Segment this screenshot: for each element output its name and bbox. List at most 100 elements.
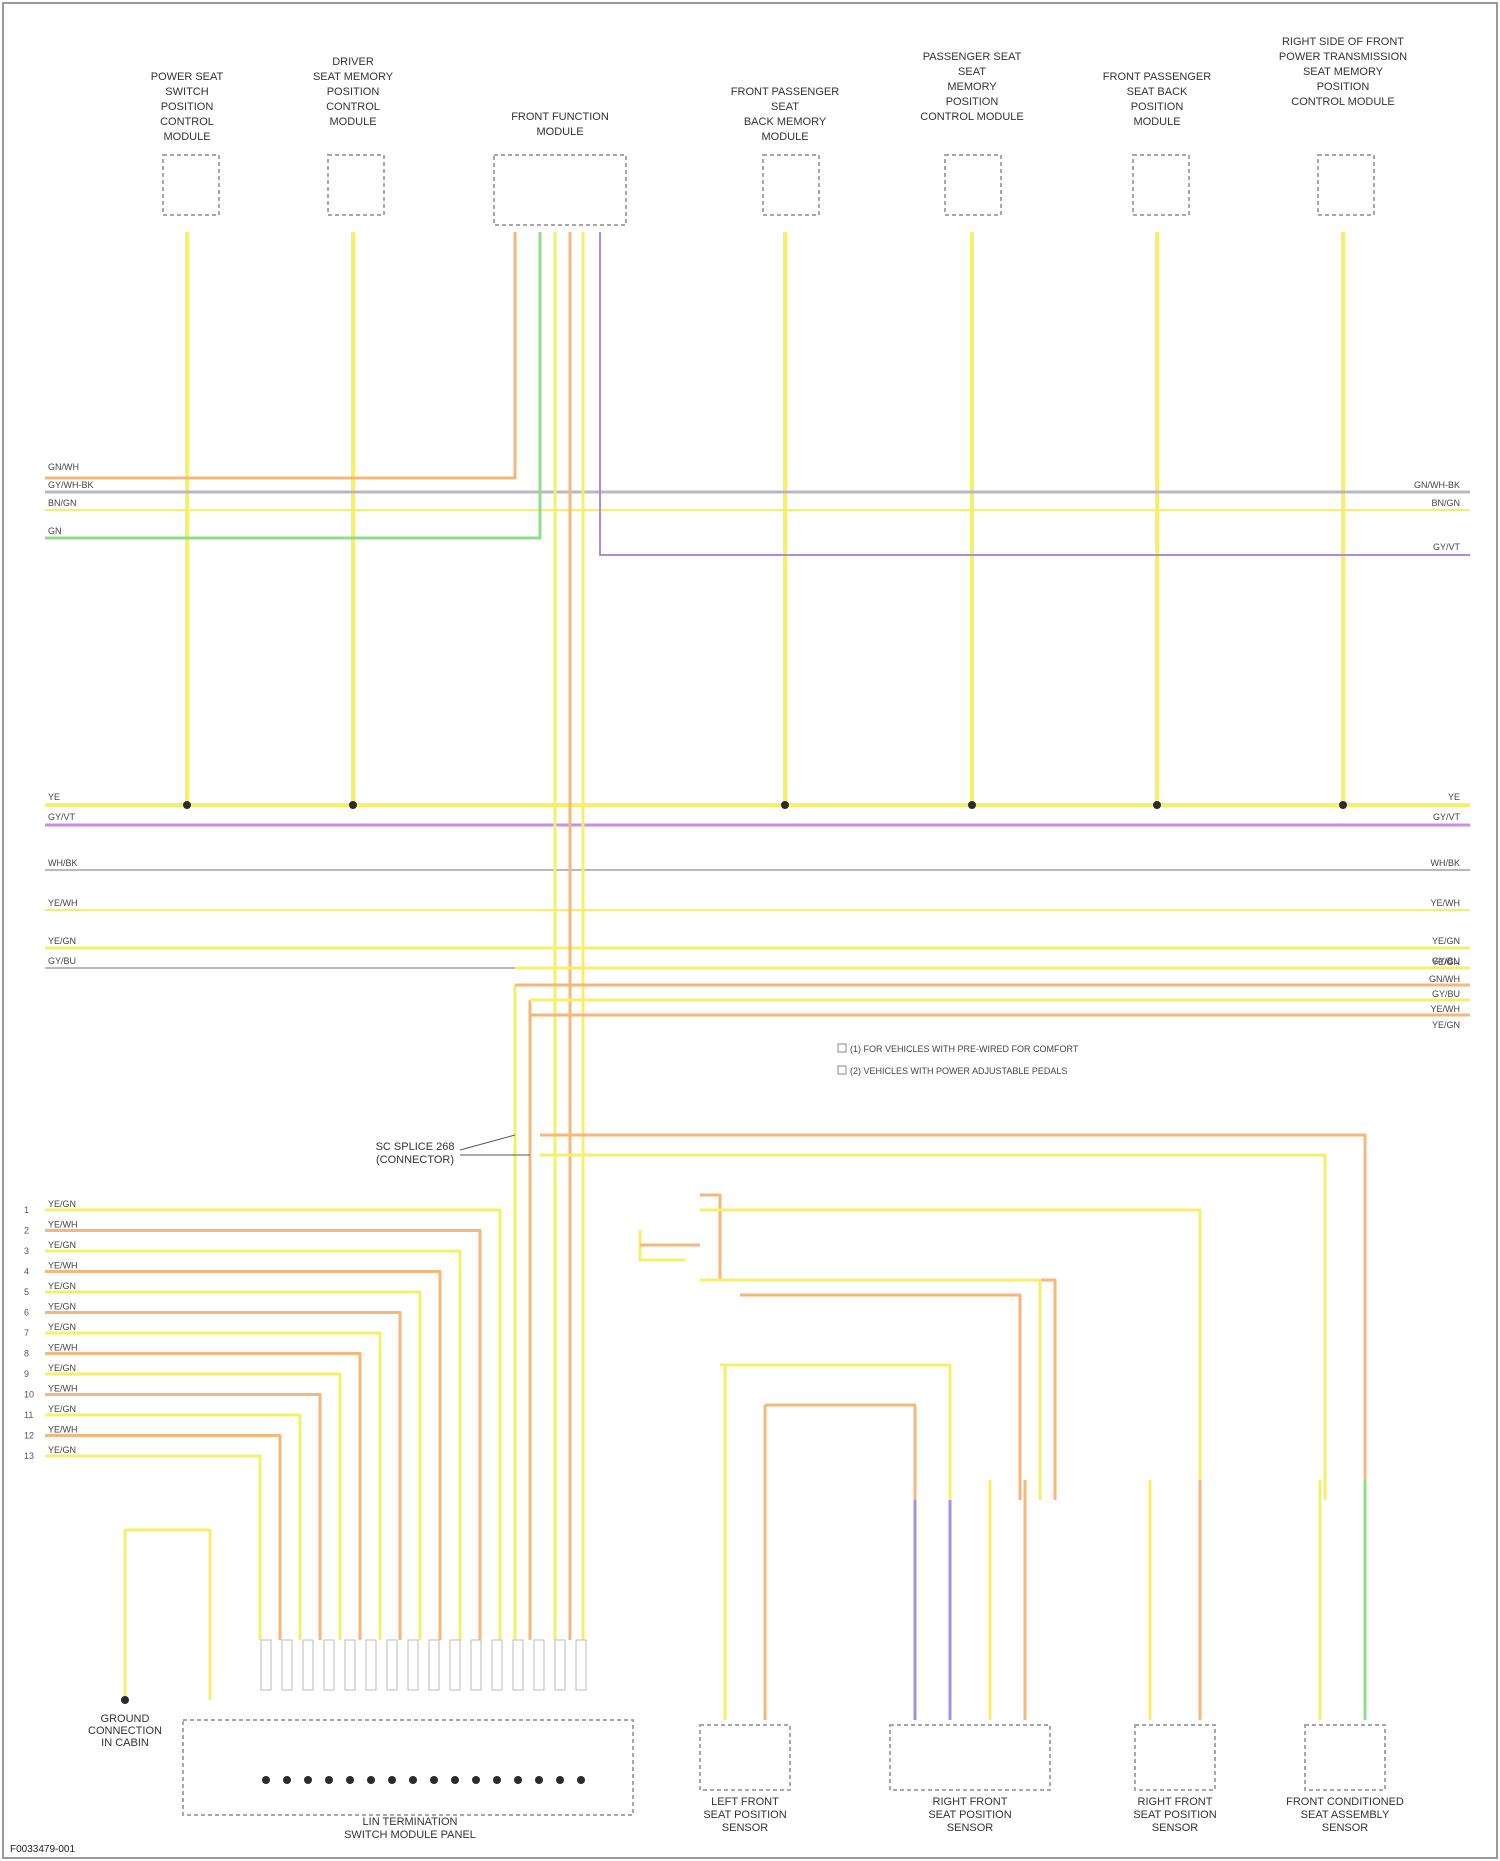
mid-bus-label-left: YE/WH	[48, 898, 78, 908]
long-feed-wire	[540, 1155, 1325, 1500]
bus-left-label: GN	[48, 526, 62, 536]
bottom-component-label: RIGHT FRONT	[933, 1796, 1008, 1808]
mid-bus-label-right: YE/GN	[1432, 936, 1460, 946]
splice-label: (CONNECTOR)	[376, 1154, 454, 1166]
mid-bus-label-right: GY/VT	[1433, 812, 1461, 822]
left-stack-pin: 13	[24, 1451, 34, 1461]
top-component-label: FRONT PASSENGER	[731, 86, 839, 98]
bottom-component-label: SENSOR	[1322, 1822, 1369, 1834]
left-stack-wire	[45, 1333, 380, 1640]
connector-pin	[324, 1640, 334, 1690]
top-component-box	[328, 155, 384, 215]
bottom-component-box	[890, 1725, 1050, 1790]
left-stack-pin: 4	[24, 1267, 29, 1277]
left-stack-label: YE/GN	[48, 1445, 76, 1455]
bottom-component-label: SEAT POSITION	[703, 1809, 786, 1821]
ground-dot	[121, 1696, 129, 1704]
top-component-label: POSITION	[1131, 101, 1184, 113]
top-component-label: BACK MEMORY	[744, 116, 827, 128]
connector-pin	[408, 1640, 418, 1690]
left-stack-wire	[45, 1313, 400, 1641]
left-stack-wire	[45, 1436, 280, 1641]
top-component-label: SEAT BACK	[1127, 86, 1188, 98]
top-component-label: RIGHT SIDE OF FRONT	[1282, 36, 1404, 48]
left-stack-wire	[45, 1210, 500, 1640]
wires-layer	[45, 232, 1470, 1720]
left-stack-pin: 6	[24, 1308, 29, 1318]
connector-dot	[472, 1776, 480, 1784]
ground-label: GROUND	[101, 1713, 150, 1725]
left-stack-pin: 11	[24, 1410, 33, 1420]
bottom-component-label: LEFT FRONT	[711, 1796, 779, 1808]
top-component-label: PASSENGER SEAT	[923, 51, 1022, 63]
mid-bus-label-left: GY/VT	[48, 812, 76, 822]
left-stack-pin: 12	[24, 1431, 34, 1441]
connector-dot	[451, 1776, 459, 1784]
connector-dot	[514, 1776, 522, 1784]
top-component-label: MODULE	[761, 131, 808, 143]
left-stack-pin: 5	[24, 1287, 29, 1297]
top-component-label: SWITCH	[165, 86, 208, 98]
left-stack-pin: 2	[24, 1226, 29, 1236]
bottom-component-box	[700, 1725, 790, 1790]
right-stack-label: YE/GN	[1432, 1020, 1460, 1030]
splice-dot	[1153, 801, 1161, 809]
bus-left-label: GY/WH-BK	[48, 480, 94, 490]
legend-line: (2) VEHICLES WITH POWER ADJUSTABLE PEDAL…	[850, 1066, 1067, 1076]
top-component-label: CONTROL	[326, 101, 380, 113]
top-component-label: CONTROL MODULE	[1291, 96, 1395, 108]
bottom-component-label: FRONT CONDITIONED	[1286, 1796, 1404, 1808]
bottom-component-box	[1135, 1725, 1215, 1790]
connector-dot	[304, 1776, 312, 1784]
top-component-label: POSITION	[946, 96, 999, 108]
connector-dot	[262, 1776, 270, 1784]
ground-label: IN CABIN	[101, 1737, 149, 1749]
left-stack-label: YE/GN	[48, 1302, 76, 1312]
bottom-component-label: SENSOR	[947, 1822, 994, 1834]
bottom-component-label: LIN TERMINATION	[363, 1816, 458, 1828]
connector-dot	[388, 1776, 396, 1784]
left-stack-wire	[45, 1415, 300, 1640]
branch-wire	[765, 1405, 915, 1500]
connector-dot	[535, 1776, 543, 1784]
labels-layer: POWER SEATSWITCHPOSITIONCONTROLMODULEDRI…	[24, 36, 1460, 1841]
bus-right-label: GN/WH-BK	[1414, 480, 1460, 490]
ground-label: CONNECTION	[88, 1725, 162, 1737]
left-stack-label: YE/GN	[48, 1281, 76, 1291]
top-component-label: CONTROL	[160, 116, 214, 128]
mid-bus-label-right: WH/BK	[1430, 858, 1460, 868]
mid-bus-label-left: YE	[48, 792, 60, 802]
bottom-component-label: SENSOR	[722, 1822, 769, 1834]
long-feed-wire	[540, 1135, 1365, 1500]
top-component-label: POWER TRANSMISSION	[1279, 51, 1407, 63]
bottom-component-box	[1305, 1725, 1385, 1790]
mid-bus-label-right: YE/WH	[1430, 898, 1460, 908]
top-component-label: SEAT MEMORY	[313, 71, 394, 83]
left-stack-label: YE/WH	[48, 1261, 78, 1271]
top-component-label: MODULE	[536, 126, 583, 138]
connector-dot	[409, 1776, 417, 1784]
top-component-box	[1133, 155, 1189, 215]
connector-dot	[367, 1776, 375, 1784]
top-component-box	[494, 155, 626, 225]
legend-marker	[838, 1066, 846, 1074]
splice-leader	[460, 1135, 515, 1150]
top-component-box	[1318, 155, 1374, 215]
left-stack-pin: 1	[24, 1205, 29, 1215]
connector-pin	[576, 1640, 586, 1690]
left-stack-label: YE/GN	[48, 1322, 76, 1332]
left-stack-pin: 10	[24, 1390, 34, 1400]
top-component-label: DRIVER	[332, 56, 374, 68]
left-stack-wire	[45, 1251, 460, 1640]
left-stack-wire	[45, 1292, 420, 1640]
left-stack-label: YE/GN	[48, 1199, 76, 1209]
bottom-component-label: SENSOR	[1152, 1822, 1199, 1834]
mid-bus-label-left: GY/BU	[48, 956, 76, 966]
legend-line: (1) FOR VEHICLES WITH PRE-WIRED FOR COMF…	[850, 1044, 1079, 1054]
splice-dot	[968, 801, 976, 809]
mid-bus-label-left: WH/BK	[48, 858, 78, 868]
connector-pin	[345, 1640, 355, 1690]
branch-wire	[700, 1280, 1040, 1500]
left-stack-label: YE/GN	[48, 1240, 76, 1250]
mid-bus-label-right: YE	[1448, 792, 1460, 802]
